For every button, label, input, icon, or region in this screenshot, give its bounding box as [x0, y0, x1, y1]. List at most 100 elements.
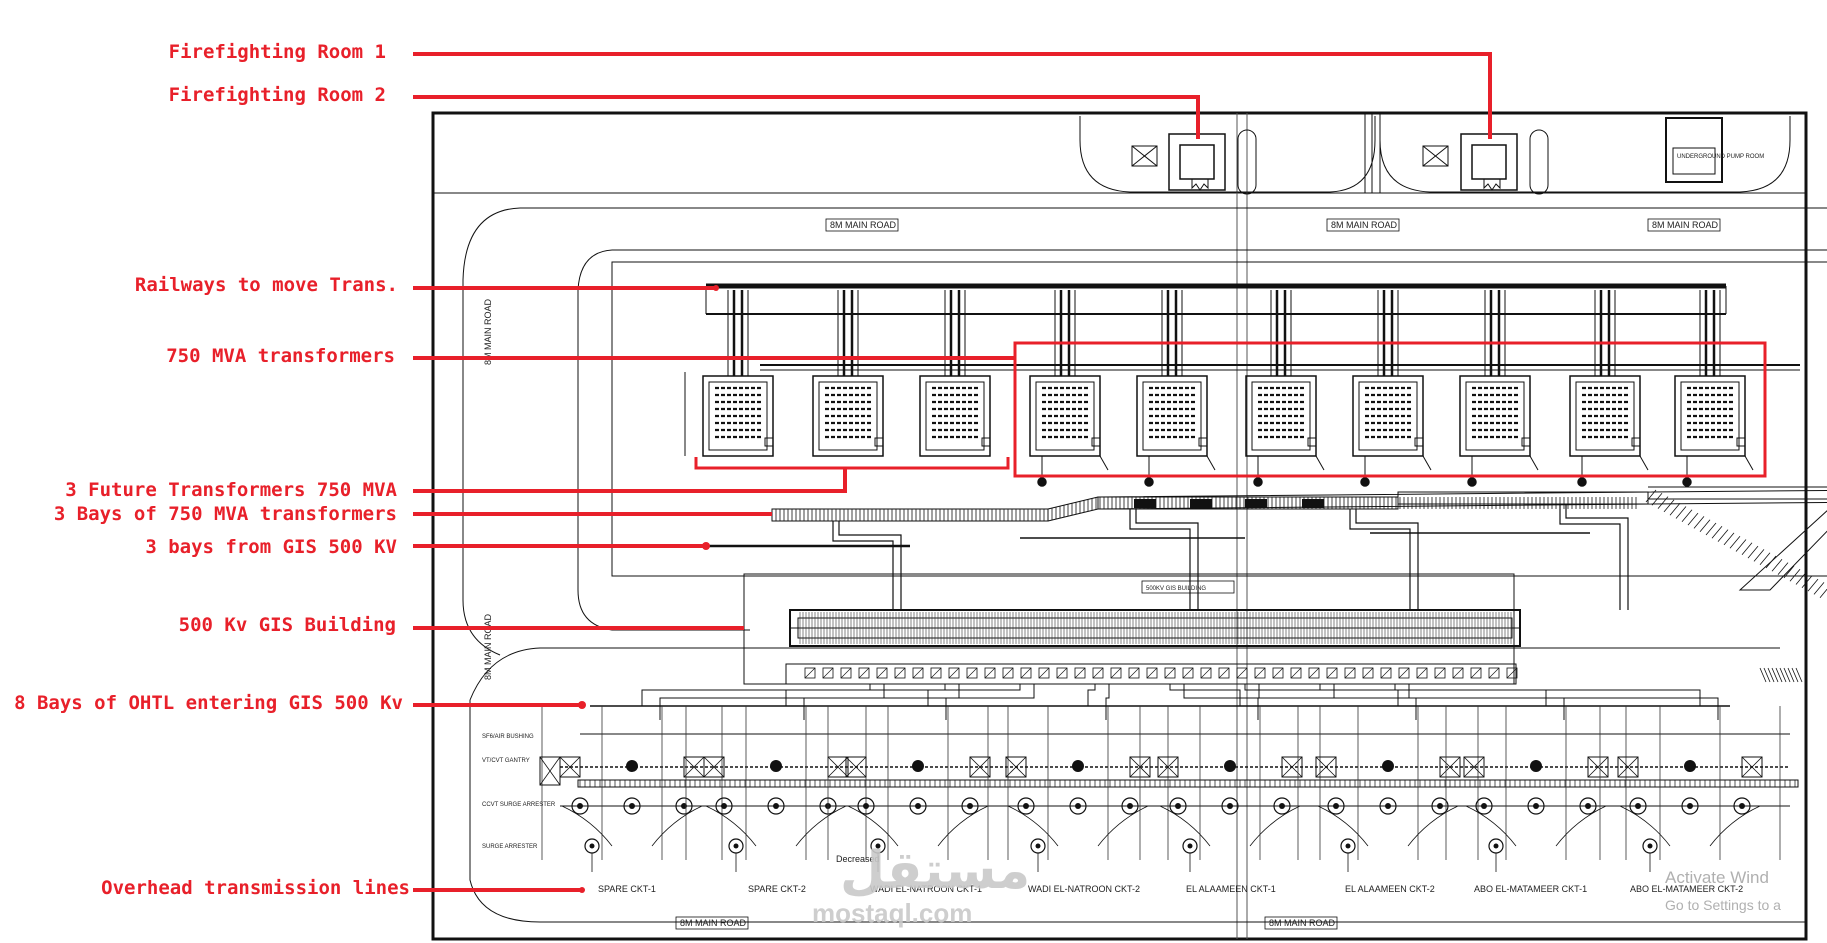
activation-line-1: Activate Wind — [1665, 868, 1769, 887]
vt-box — [1281, 756, 1303, 778]
surge-core — [1647, 843, 1653, 849]
ccvt-core — [1739, 803, 1745, 809]
ccvt-core — [1481, 803, 1487, 809]
duct-hatch — [1753, 549, 1765, 562]
ccvt-symbol — [909, 797, 927, 815]
leader-lines — [413, 52, 1492, 892]
pump-room-label: UNDERGROUND PUMP ROOM — [1677, 154, 1764, 160]
gis-hatch — [1759, 667, 1767, 683]
gis-cubicle — [1434, 667, 1446, 679]
gis-building-label: 500KV GIS BUILDING — [1146, 586, 1206, 592]
vt-node — [770, 760, 782, 772]
vt-box — [1463, 756, 1485, 778]
ccvt-symbol — [1169, 797, 1187, 815]
duct-hatch — [1747, 545, 1759, 559]
gis-cubicle — [912, 667, 924, 679]
firefighting-room-1-symbol — [1422, 129, 1549, 195]
surge-core — [1187, 843, 1193, 849]
gis-cubicle — [1416, 667, 1428, 679]
gis-feeder — [1559, 504, 1621, 610]
gis-hatch — [1771, 667, 1779, 683]
vt-box — [1157, 756, 1179, 778]
bay-node — [1577, 477, 1587, 487]
duct-hatch — [1651, 493, 1663, 506]
gis-cubicle — [1506, 667, 1518, 679]
transformer-terminal — [981, 437, 991, 447]
ccvt-core — [1279, 803, 1285, 809]
ccvt-symbol — [1017, 797, 1035, 815]
ccvt-core — [1023, 803, 1029, 809]
gis-cubicle — [1038, 667, 1050, 679]
row-label-sf6: SF6/AIR BUSHING — [482, 734, 534, 740]
gis-cubicle — [1200, 667, 1212, 679]
gis-cubicle — [1128, 667, 1140, 679]
ccvt-core — [1333, 803, 1339, 809]
ccvt-symbol — [1273, 797, 1291, 815]
transformer-terminal — [1414, 437, 1424, 447]
ccvt-core — [1175, 803, 1181, 809]
cad-drawing: UNDERGROUND PUMP ROOM 8M MAIN ROAD 8M MA… — [431, 111, 1827, 941]
gis-cubicle — [804, 667, 816, 679]
vt-box — [1463, 756, 1485, 778]
leader-ff-room-2 — [413, 95, 1200, 139]
duct-hatch — [1807, 578, 1819, 592]
ohtl-bays — [539, 684, 1799, 872]
ccvt-core — [629, 803, 635, 809]
ohtl-feeder — [1244, 684, 1399, 706]
surge-core — [589, 843, 595, 849]
duct-hatch — [1759, 552, 1771, 565]
gis-cubicle — [1074, 667, 1086, 679]
vt-node — [1382, 760, 1394, 772]
watermark: مستقل mostaql.com — [812, 842, 1030, 928]
gis-cubicle — [948, 667, 960, 679]
ohtl-feeder — [803, 684, 960, 720]
ccvt-symbol — [1379, 797, 1397, 815]
leader-future — [413, 468, 847, 493]
transformer-terminal — [874, 437, 884, 447]
leader-ff-room-1 — [413, 52, 1492, 139]
transformer-8 — [1459, 375, 1531, 457]
row-label-ccvt: CCVT SURGE ARRESTER — [482, 802, 556, 808]
vt-box — [1281, 756, 1303, 778]
ohtl-feeder — [659, 684, 885, 720]
ccvt-symbol — [1121, 797, 1139, 815]
gis-cubicle — [912, 667, 924, 679]
transformer-core — [818, 381, 878, 451]
gis-cubicle — [1218, 667, 1230, 679]
ccvt-core — [681, 803, 687, 809]
callout-gis-building: 500 Kv GIS Building — [179, 614, 396, 636]
circuit-label-6: EL ALAAMEEN CKT-2 — [1345, 884, 1435, 894]
surge-arc — [651, 805, 703, 847]
busbar-duct-hatching — [706, 489, 1827, 610]
windows-activation-notice: Activate Wind Go to Settings to a — [1665, 868, 1781, 913]
gis-switchgear — [799, 612, 1803, 683]
gantry-beam — [577, 779, 1799, 788]
gis-cubicle — [1290, 667, 1302, 679]
bay-node — [1144, 477, 1154, 487]
ccvt-core — [1127, 803, 1133, 809]
surge-arc — [1709, 805, 1761, 847]
circuit-label-2: SPARE CKT-2 — [748, 884, 806, 894]
transformer-9 — [1569, 375, 1641, 457]
gis-hatch — [1775, 667, 1783, 683]
surge-arc — [795, 805, 847, 847]
transformer-core — [1035, 381, 1095, 451]
railway-tracks — [705, 283, 1800, 371]
duct-hatch — [1813, 582, 1825, 595]
gis-cubicle — [1398, 667, 1410, 679]
vt-node — [626, 760, 638, 772]
gis-hatch — [1791, 667, 1799, 683]
vt-box — [845, 756, 867, 778]
duct-hatch — [1711, 526, 1723, 539]
gis-cubicle — [822, 667, 834, 679]
gis-cubicle — [1272, 667, 1284, 679]
callouts: Firefighting Room 1 Firefighting Room 2 … — [14, 41, 1492, 899]
transformer-terminal — [764, 437, 774, 447]
vt-box — [1439, 756, 1461, 778]
start-box — [539, 756, 561, 786]
duct-hatch — [1645, 489, 1657, 503]
duct-hatch — [1777, 562, 1789, 575]
circuit-label-3: WADI EL-NATROON CKT-1 — [870, 884, 982, 894]
ccvt-core — [1227, 803, 1233, 809]
gis-hatch — [1795, 667, 1803, 683]
